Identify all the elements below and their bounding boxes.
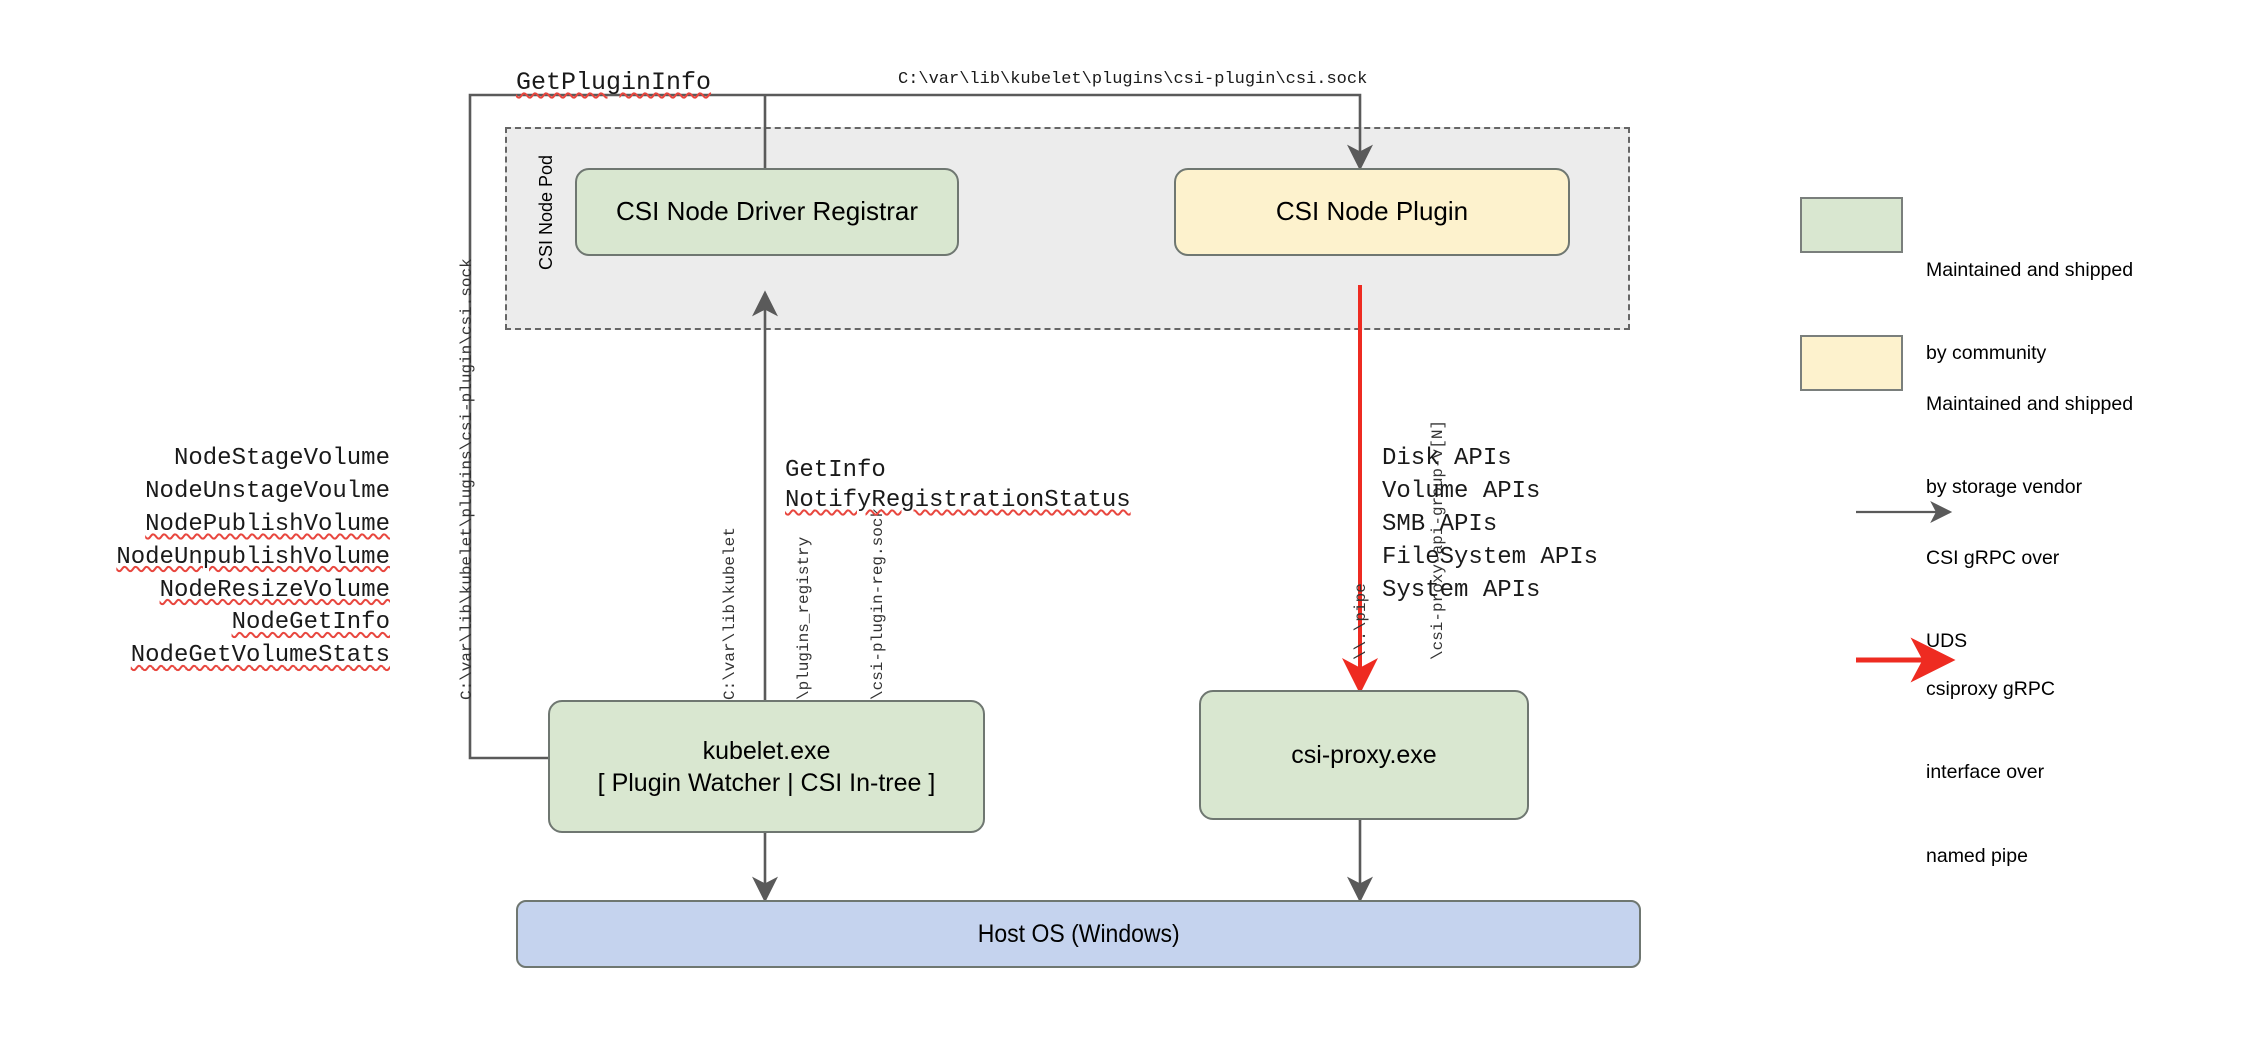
legend-label-csi-grpc-uds: CSI gRPC over UDS (1926, 490, 2059, 712)
legend-label-storage-vendor: Maintained and shipped by storage vendor (1926, 336, 2133, 558)
node-service-api-item-text: NodeGetVolumeStats (130, 642, 390, 670)
node-service-api-item-text: NodePublishVolume (145, 510, 390, 538)
node-service-api-item: NodeGetInfo (60, 607, 390, 640)
label-registry-sock-vertical: C:\var\lib\kubelet \plugins_registry \cs… (668, 508, 941, 700)
legend-label-community-line2: by community (1926, 342, 2047, 365)
legend-label-csiproxy-grpc-line1: csiproxy gRPC (1926, 678, 2055, 701)
node-service-api-item-text: NodeGetInfo (231, 609, 390, 637)
legend-label-community: Maintained and shipped by community (1926, 202, 2133, 424)
label-get-plugin-info: GetPluginInfo (516, 68, 712, 97)
node-csi-proxy-exe-label: csi-proxy.exe (1291, 741, 1437, 769)
node-service-api-item: NodePublishVolume (60, 509, 390, 542)
legend-label-community-line1: Maintained and shipped (1926, 259, 2134, 282)
csi-proxy-api-item: FileSystem APIs (1382, 543, 1599, 571)
node-kubelet-exe-line2: [ Plugin Watcher | CSI In-tree ] (597, 768, 936, 797)
label-registry-sock-line-2: \plugins_registry (794, 536, 813, 700)
csi-proxy-api-item: Volume APIs (1382, 477, 1541, 505)
legend-label-storage-vendor-line1: Maintained and shipped (1926, 393, 2134, 416)
label-get-info: GetInfo (785, 457, 886, 484)
legend-label-csiproxy-grpc-line2: interface over (1926, 761, 2045, 784)
node-service-api-item: NodeUnstageVoulme (145, 477, 390, 505)
node-kubelet-exe-line1: kubelet.exe (702, 736, 831, 765)
node-service-api-item: NodeStageVolume (173, 445, 390, 472)
node-service-api-item-text: NodeUnpublishVolume (116, 543, 390, 571)
legend-label-csi-grpc-uds-line2: UDS (1926, 630, 1968, 653)
legend-label-csi-grpc-uds-line1: CSI gRPC over (1926, 547, 2060, 570)
csi-proxy-api-item: SMB APIs (1382, 510, 1498, 538)
legend-label-csiproxy-grpc: csiproxy gRPC interface over named pipe (1926, 621, 2055, 926)
node-service-api-item-text: NodeResizeVolume (159, 576, 390, 604)
node-service-api-item: NodeGetVolumeStats (60, 640, 390, 673)
label-registry-sock-line-3: \csi-plugin-reg.sock (869, 507, 888, 700)
label-csi-sock-path-top: C:\var\lib\kubelet\plugins\csi-plugin\cs… (898, 70, 1368, 89)
node-csi-node-plugin[interactable]: CSI Node Plugin (1174, 168, 1570, 256)
node-csi-node-driver-registrar-label: CSI Node Driver Registrar (616, 196, 918, 227)
legend-swatch-storage-vendor (1800, 335, 1903, 391)
legend-label-storage-vendor-line2: by storage vendor (1926, 476, 2083, 499)
node-kubelet-exe[interactable]: kubelet.exe [ Plugin Watcher | CSI In-tr… (548, 700, 985, 833)
node-service-api-item: NodeUnpublishVolume (60, 542, 390, 575)
label-named-pipe-line-1: \\.\pipe (1352, 583, 1371, 660)
node-csi-proxy-exe[interactable]: csi-proxy.exe (1199, 690, 1529, 820)
csi-node-pod-label: CSI Node Pod (536, 154, 556, 270)
label-csi-sock-path-vertical: C:\var\lib\kubelet\plugins\csi-plugin\cs… (458, 258, 476, 700)
legend-swatch-community (1800, 197, 1903, 253)
label-registry-sock-line-1: C:\var\lib\kubelet (720, 527, 739, 700)
node-csi-node-driver-registrar[interactable]: CSI Node Driver Registrar (575, 168, 959, 256)
csi-proxy-api-item: System APIs (1382, 576, 1541, 604)
node-host-os[interactable]: Host OS (Windows) (516, 900, 1641, 968)
csi-proxy-api-item: Disk APIs (1382, 445, 1512, 472)
node-host-os-label: Host OS (Windows) (977, 920, 1180, 948)
legend-label-csiproxy-grpc-line3: named pipe (1926, 844, 2028, 867)
label-notify-registration-status: NotifyRegistrationStatus (785, 487, 1131, 514)
node-service-api-item: NodeResizeVolume (60, 575, 390, 608)
node-csi-node-plugin-label: CSI Node Plugin (1275, 196, 1469, 227)
